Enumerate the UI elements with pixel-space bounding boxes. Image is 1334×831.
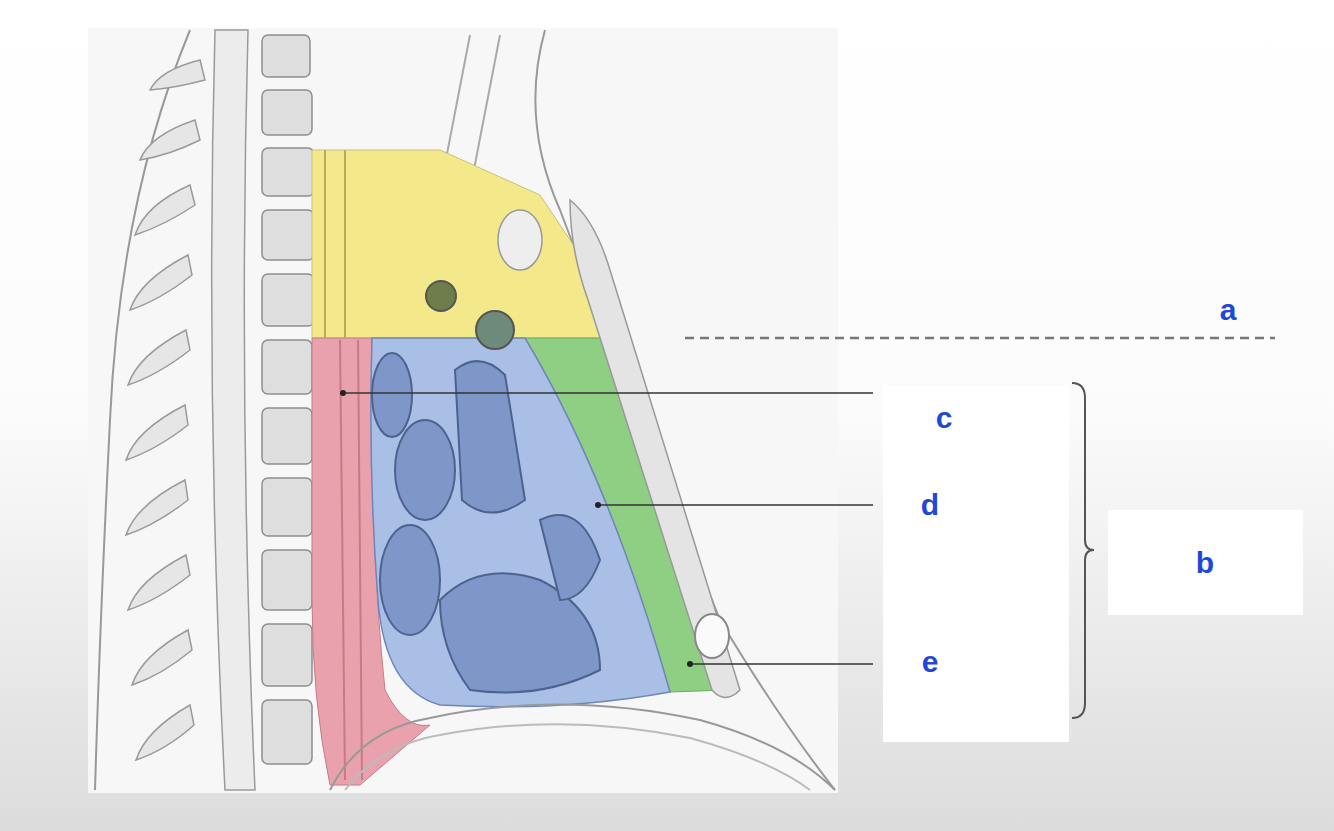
leader-dots xyxy=(340,390,693,667)
boundary-dashed-line xyxy=(685,337,1275,340)
spinous-processes xyxy=(126,60,205,760)
callout-letter: d xyxy=(921,488,939,522)
callout-letter: a xyxy=(1220,293,1237,327)
diaphragm xyxy=(330,704,835,790)
callout-letter: e xyxy=(922,645,939,679)
bracket xyxy=(1072,383,1094,718)
great-vessels xyxy=(325,150,514,349)
label-box: c d e xyxy=(883,385,1069,742)
callout-letter: b xyxy=(1196,546,1214,580)
clavicle xyxy=(498,210,542,270)
vertebral-bodies xyxy=(262,35,314,764)
label-box: b xyxy=(1108,510,1303,615)
callout-letter: c xyxy=(936,401,953,435)
sternum xyxy=(570,200,740,698)
esophagus-lines xyxy=(340,340,362,780)
illustration-ground xyxy=(88,28,838,793)
diaphragm-inner xyxy=(345,724,810,790)
heart-chambers xyxy=(372,353,600,693)
leader-lines xyxy=(343,393,873,664)
rib-cartilage xyxy=(695,614,729,658)
spinal-cord xyxy=(212,30,255,790)
